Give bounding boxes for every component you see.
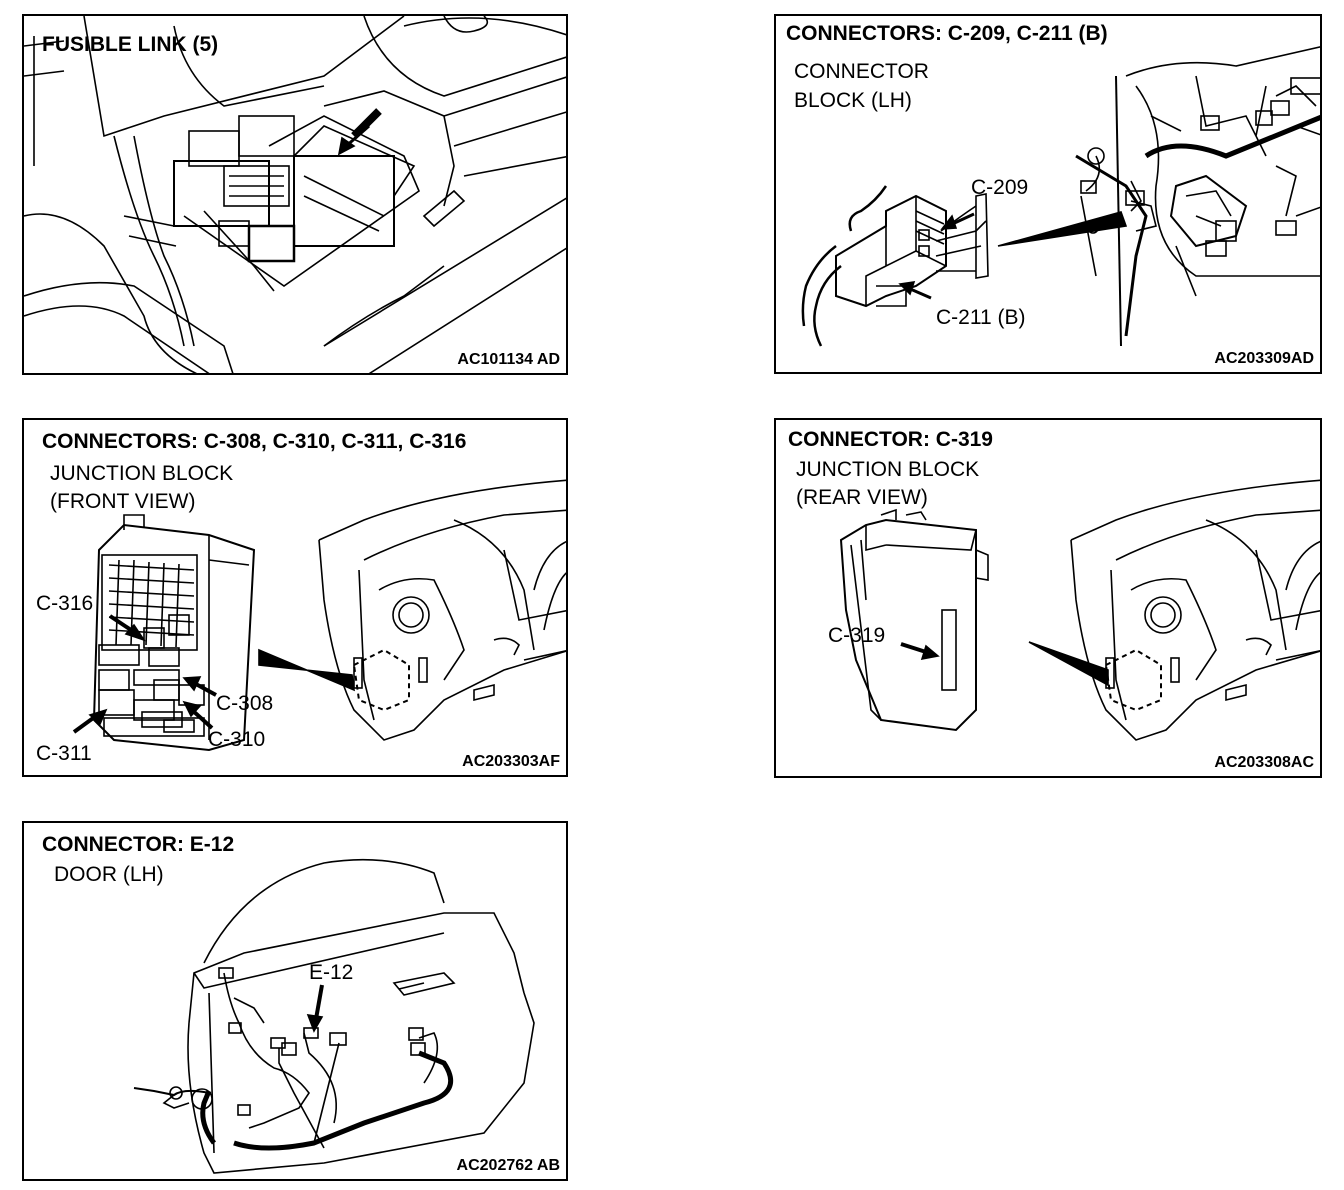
- c-316-label: C-316: [36, 592, 94, 615]
- figure-code: AC203303AF: [462, 753, 560, 770]
- panel-title: CONNECTOR: E-12: [42, 833, 235, 856]
- figure-code: AC101134 AD: [457, 351, 560, 368]
- c-310-label: C-310: [208, 728, 266, 751]
- junction-block-front-illustration: [72, 479, 566, 752]
- panel-subtitle-line-2: (REAR VIEW): [796, 486, 928, 509]
- e-12-label: E-12: [309, 961, 354, 984]
- junction-block-front-panel: CONNECTORS: C-308, C-310, C-311, C-316 J…: [22, 418, 568, 777]
- panel-subtitle-line-1: JUNCTION BLOCK: [50, 462, 234, 485]
- figure-code: AC202762 AB: [456, 1157, 560, 1174]
- engine-bay-illustration: [24, 16, 566, 373]
- door-illustration: [133, 858, 535, 1174]
- c-319-label: C-319: [828, 624, 886, 647]
- panel-title: CONNECTOR: C-319: [788, 428, 993, 451]
- panel-title: FUSIBLE LINK (5): [42, 33, 219, 56]
- fusible-link-panel: FUSIBLE LINK (5) AC101134 AD: [22, 14, 568, 375]
- c-209-label: C-209: [971, 176, 1029, 199]
- door-panel: CONNECTOR: E-12 DOOR (LH) E-12 AC202762 …: [22, 821, 568, 1181]
- junction-block-rear-illustration: [839, 479, 1320, 741]
- connector-block-illustration: [801, 46, 1320, 347]
- c-308-label: C-308: [216, 692, 274, 715]
- connector-block-panel: CONNECTORS: C-209, C-211 (B) CONNECTOR B…: [774, 14, 1322, 374]
- panel-subtitle-line-2: (FRONT VIEW): [50, 490, 196, 513]
- figure-code: AC203308AC: [1214, 754, 1314, 771]
- c-211-label: C-211 (B): [936, 306, 1026, 329]
- panel-title: CONNECTORS: C-209, C-211 (B): [786, 22, 1108, 45]
- panel-subtitle-line-1: JUNCTION BLOCK: [796, 458, 980, 481]
- panel-subtitle-line-2: BLOCK (LH): [794, 89, 912, 112]
- junction-block-rear-panel: CONNECTOR: C-319 JUNCTION BLOCK (REAR VI…: [774, 418, 1322, 778]
- panel-subtitle-line-1: DOOR (LH): [54, 863, 164, 886]
- panel-title: CONNECTORS: C-308, C-310, C-311, C-316: [42, 430, 467, 453]
- figure-code: AC203309AD: [1214, 350, 1314, 367]
- c-311-label: C-311: [36, 742, 92, 765]
- panel-subtitle-line-1: CONNECTOR: [794, 60, 929, 83]
